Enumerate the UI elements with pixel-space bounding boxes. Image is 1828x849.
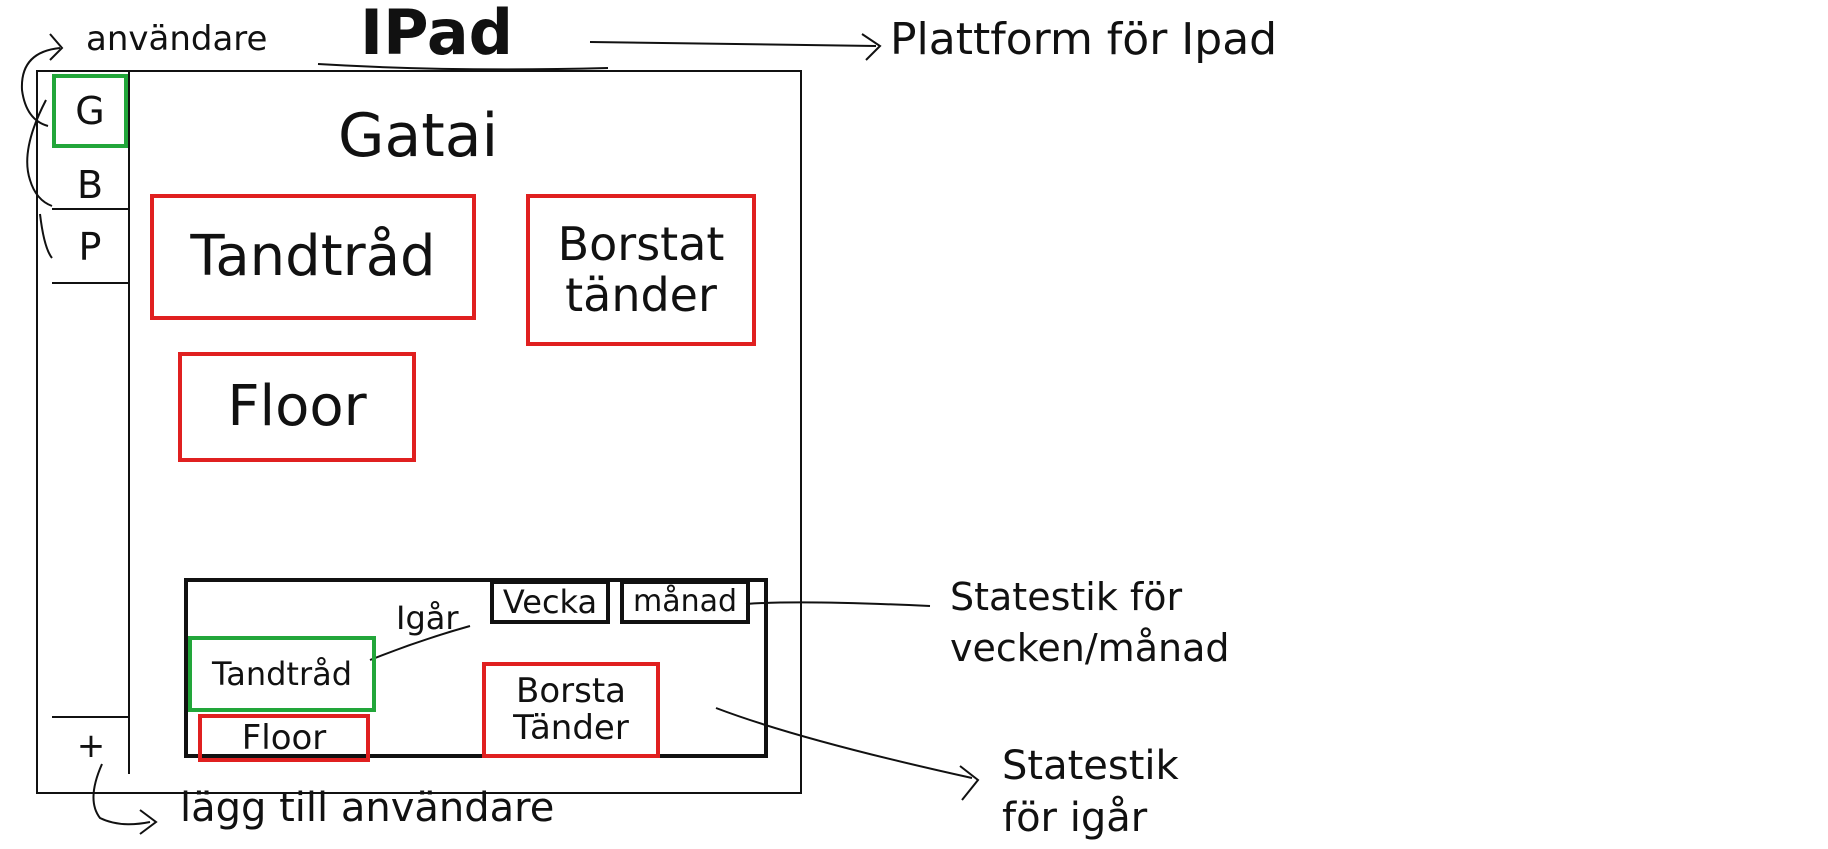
stats-yesterday-arrowhead: [959, 765, 980, 801]
stat-tandtrad: Tandtråd: [188, 636, 376, 712]
add-user-button[interactable]: +: [52, 716, 130, 774]
add-user-note: lägg till användare: [180, 785, 555, 831]
stat-floor: Floor: [198, 714, 370, 762]
ipad-screen: [36, 70, 802, 794]
stats-panel: [184, 578, 768, 758]
yesterday-label: Igår: [396, 599, 459, 637]
task-tandtrad[interactable]: Tandtråd: [150, 194, 476, 320]
user-tab-g[interactable]: G: [52, 74, 128, 148]
task-borstat-tander[interactable]: Borstat tänder: [526, 194, 756, 346]
user-tab-b[interactable]: B: [52, 162, 128, 210]
users-note: användare: [86, 19, 268, 59]
task-floor[interactable]: Floor: [178, 352, 416, 462]
stats-yesterday-note: Statestik för igår: [1002, 743, 1179, 841]
stat-borsta-tander: Borsta Tänder: [482, 662, 660, 758]
stats-period-note: Statestik för vecken/månad: [950, 575, 1230, 671]
users-arrowhead: [49, 33, 64, 61]
platform-arrowhead: [861, 33, 882, 61]
user-tab-p[interactable]: P: [52, 212, 128, 284]
week-button[interactable]: Vecka: [490, 580, 610, 624]
device-title: IPad: [360, 0, 514, 69]
platform-note: Plattform för Ipad: [890, 14, 1278, 65]
username-title: Gatai: [338, 101, 499, 171]
month-button[interactable]: månad: [620, 580, 750, 624]
platform-arrow: [589, 41, 877, 47]
add-user-arrowhead: [139, 809, 158, 835]
user-sidebar: [52, 70, 130, 774]
